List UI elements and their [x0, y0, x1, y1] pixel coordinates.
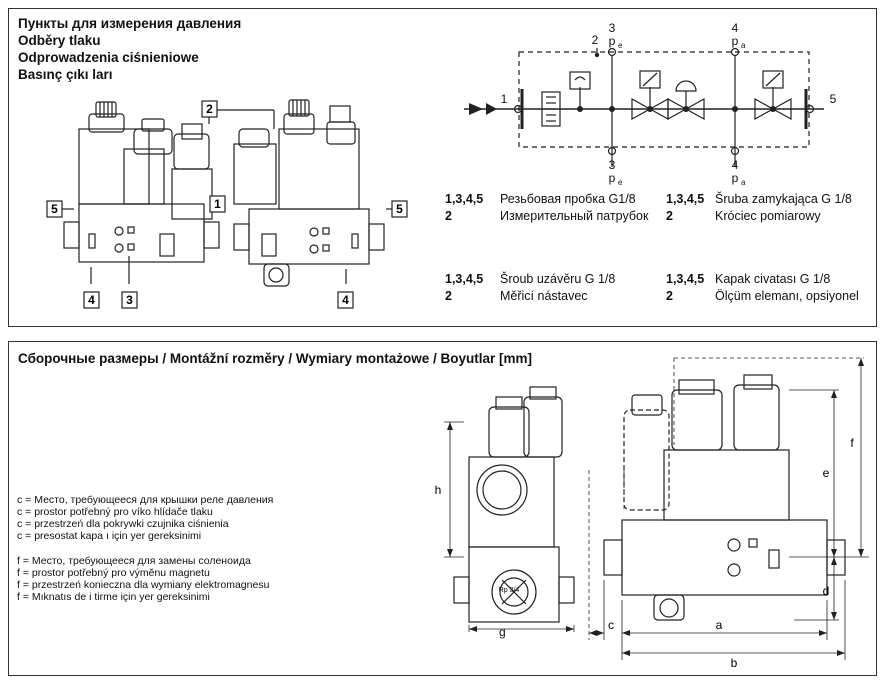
callout-5-right: 5: [391, 200, 408, 218]
legend-key-tr-1: 1,3,4,5: [666, 272, 705, 286]
dimensions-title: Сборочные размеры / Montážní rozměry / W…: [18, 351, 532, 366]
note-f-tr: f = Mıknatıs de i tirme için yer gereksi…: [17, 591, 210, 603]
svg-text:5: 5: [396, 202, 403, 216]
legend-text-cz-2: Měřicí nástavec: [500, 289, 588, 303]
legend-text-pl-2: Króciec pomiarowy: [715, 209, 821, 223]
note-f-pl: f = przestrzeń konieczna dla wymiany ele…: [17, 579, 270, 591]
valve-side-view-drawing: h Rp 3/4: [435, 386, 575, 632]
note-c-cz: c = prostor potřebný pro víko hlídače tl…: [17, 506, 213, 518]
legend-text-cz-1: Šroub uzávěru G 1/8: [500, 272, 616, 286]
svg-text:4: 4: [342, 293, 349, 307]
legend-key-cz-1: 1,3,4,5: [445, 272, 484, 286]
callout-5-left: 5: [46, 200, 63, 218]
pe-bottom-sub: e: [618, 178, 623, 187]
test-point-3-bottom-label: 3: [609, 158, 616, 172]
note-f-cz: f = prostor potřebný pro výměnu magnetu: [17, 567, 210, 579]
pe-top-sub: e: [618, 41, 623, 50]
legend-key-cz-2: 2: [445, 289, 452, 303]
dim-a-label: a: [716, 618, 723, 632]
test-point-2-label: 2: [592, 33, 599, 47]
note-c-pl: c = przestrzeń dla pokrywki czujnika ciś…: [17, 518, 229, 530]
legend-key-pl-2: 2: [666, 209, 673, 223]
legend-text-ru-2: Измерительный патрубок: [500, 209, 649, 223]
note-f-ru: f = Место, требующееся для замены солено…: [17, 555, 251, 567]
outlet-label: 5: [830, 92, 837, 106]
pe-top-label: p: [609, 34, 616, 48]
pressure-test-points-panel: Пункты для измерения давления Odběry tla…: [8, 8, 877, 327]
legend-key-tr-2: 2: [666, 289, 673, 303]
dim-h-label: h: [435, 483, 442, 497]
test-point-4-bottom-label: 4: [732, 158, 739, 172]
dim-g-label: g: [499, 625, 506, 639]
legend-text-tr-2: Ölçüm elemanı, opsiyonel: [715, 289, 859, 303]
panel-title-pl: Odprowadzenia ciśnieniowe: [18, 50, 199, 65]
callout-2: 2: [201, 100, 218, 118]
panel-title-ru: Пункты для измерения давления: [18, 16, 242, 31]
rp-34-marking: Rp 3/4: [499, 587, 520, 594]
dim-f-label: f: [850, 436, 854, 450]
valve-front-dimension-drawing: e f d a b c: [588, 357, 869, 670]
callout-3: 3: [121, 291, 138, 309]
svg-text:5: 5: [51, 202, 58, 216]
valve-schematic-diagram: 1 5 2 3 p e 4 p a 3 p e 4 p a: [464, 21, 837, 187]
test-point-3-top-label: 3: [609, 21, 616, 35]
legend-text-pl-1: Šruba zamykająca G 1/8: [715, 192, 852, 206]
panel-title-cz: Odběry tlaku: [18, 33, 101, 48]
dim-c-label: c: [608, 618, 614, 632]
dim-e-label: e: [823, 466, 830, 480]
note-c-tr: c = presostat kapa ı için yer gereksinim…: [17, 530, 202, 542]
pa-top-label: p: [732, 34, 739, 48]
svg-text:2: 2: [206, 102, 213, 116]
note-c-ru: c = Место, требующееся для крышки реле д…: [17, 494, 274, 506]
dim-d-label: d: [823, 584, 830, 598]
legend-key-ru-1: 1,3,4,5: [445, 192, 484, 206]
svg-text:1: 1: [214, 197, 221, 211]
callout-4-right: 4: [337, 291, 354, 309]
panel-title-tr: Basınç çıkı ları: [18, 67, 113, 82]
legend-key-ru-2: 2: [445, 209, 452, 223]
legend-key-pl-1: 1,3,4,5: [666, 192, 705, 206]
inlet-label: 1: [501, 92, 508, 106]
pa-bottom-label: p: [732, 171, 739, 185]
valve-front-drawing: 2 1 5 5 4 3 4: [46, 99, 408, 309]
legend-text-ru-1: Резьбовая пробка G1/8: [500, 192, 636, 206]
test-point-4-top-label: 4: [732, 21, 739, 35]
pe-bottom-label: p: [609, 171, 616, 185]
pa-top-sub: a: [741, 41, 746, 50]
svg-text:3: 3: [126, 293, 133, 307]
installation-dimensions-panel: Сборочные размеры / Montážní rozměry / W…: [8, 341, 877, 676]
dim-b-label: b: [731, 656, 738, 670]
callout-4-left: 4: [83, 291, 100, 309]
svg-text:4: 4: [88, 293, 95, 307]
legend-text-tr-1: Kapak civatası G 1/8: [715, 272, 831, 286]
pa-bottom-sub: a: [741, 178, 746, 187]
callout-1: 1: [209, 195, 226, 213]
